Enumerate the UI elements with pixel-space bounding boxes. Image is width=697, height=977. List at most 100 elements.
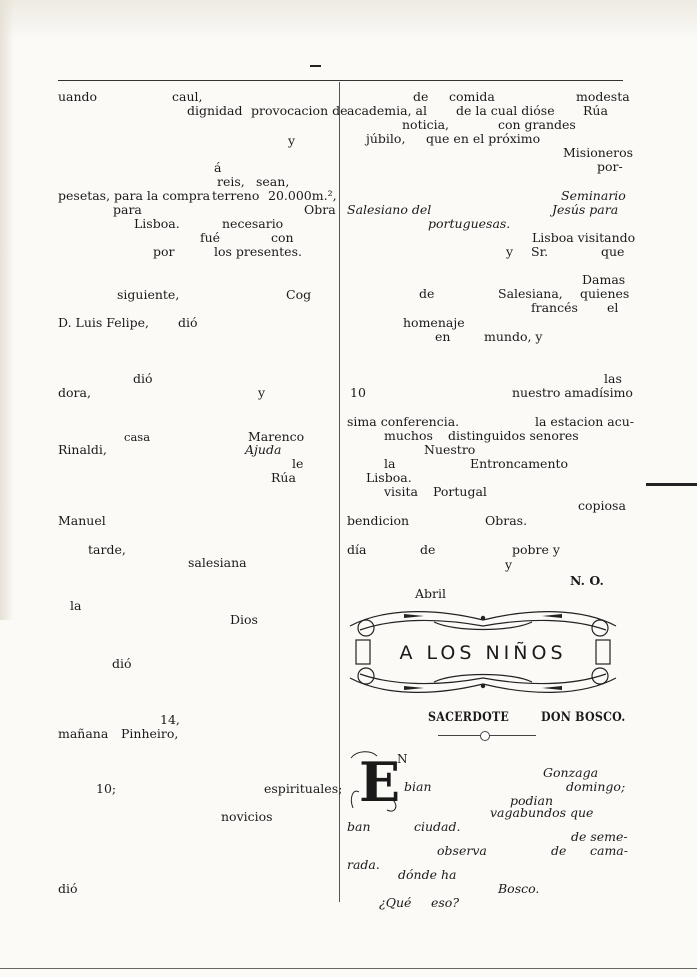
text-line: salesiana <box>188 555 247 570</box>
drop-cap-suffix: N <box>397 752 408 766</box>
text-line: Seminario <box>561 188 626 203</box>
text-line: eso? <box>431 895 460 910</box>
text-line: D. Luis Felipe, <box>58 315 150 330</box>
text-line: Portugal <box>433 484 487 499</box>
text-line: novicios <box>221 809 273 824</box>
text-line: 10 <box>350 385 366 400</box>
text-line: Jesús para <box>552 202 619 217</box>
column-divider <box>339 82 340 902</box>
text-line: Pinheiro, <box>121 726 179 741</box>
text-line: Lisboa. <box>134 216 180 231</box>
text-line: dió <box>133 371 153 386</box>
text-line: Lisboa visitando <box>532 230 636 245</box>
text-line: quienes <box>580 286 630 301</box>
text-line: Obras. <box>485 513 528 528</box>
text-line: distinguidos senores <box>448 428 579 443</box>
section-heading-left: SACERDOTE <box>428 710 510 725</box>
text-line: casa <box>124 430 151 444</box>
text-line: que en el próximo <box>426 131 541 146</box>
text-line: la <box>384 456 396 471</box>
text-line: Bosco. <box>498 881 540 896</box>
text-line: á <box>214 160 222 175</box>
text-line: las <box>604 371 622 386</box>
text-line: le <box>292 456 304 471</box>
text-line: con grandes <box>498 117 576 132</box>
text-line: caul, <box>172 89 203 104</box>
text-line: dónde ha <box>398 867 457 882</box>
text-line: Nuestro <box>424 442 476 457</box>
text-line: modesta <box>576 89 630 104</box>
text-line: dignidad <box>187 103 243 118</box>
text-line: la estacion acu- <box>535 414 634 429</box>
text-line: domingo; <box>566 779 626 794</box>
text-line: Dios <box>230 612 258 627</box>
text-line: y <box>258 385 266 400</box>
text-line: cama- <box>590 843 628 858</box>
text-line: Misioneros <box>563 145 634 160</box>
text-line: pesetas, para la compra <box>58 188 211 203</box>
text-line: academia, al <box>347 103 428 118</box>
text-line: Entroncamento <box>470 456 569 471</box>
text-line: reis, <box>217 174 245 189</box>
text-line: dió <box>112 656 132 671</box>
text-line: uando <box>58 89 98 104</box>
text-line: nuestro amadísimo <box>512 385 633 400</box>
text-line: por <box>153 244 175 259</box>
text-line: muchos <box>384 428 433 443</box>
text-line: terreno <box>212 188 260 203</box>
text-line: noticia, <box>402 117 450 132</box>
drop-cap-frame <box>350 751 397 812</box>
text-line: de <box>413 89 429 104</box>
text-line: Abril <box>415 586 446 601</box>
text-line: y <box>505 557 513 572</box>
text-line: de la cual dióse <box>456 103 555 118</box>
text-line: Salesiano del <box>347 202 432 217</box>
text-line: Manuel <box>58 513 106 528</box>
drop-cap-letter: E <box>359 750 401 814</box>
text-line: pobre y <box>512 542 560 557</box>
text-line: por- <box>597 159 623 174</box>
margin-mark <box>646 483 697 486</box>
banner-title: A LOS NIÑOS <box>399 642 567 664</box>
text-line: Sr. <box>531 244 549 259</box>
text-line: la <box>70 598 82 613</box>
text-line: el <box>607 300 619 315</box>
bottom-rule <box>0 968 697 969</box>
text-line: con <box>271 230 294 245</box>
text-line: fué <box>200 230 221 245</box>
text-line: para <box>113 202 142 217</box>
text-line: Lisboa. <box>366 470 412 485</box>
text-line: podian <box>510 793 554 808</box>
text-line: de seme- <box>571 829 628 844</box>
section-heading-right: DON BOSCO. <box>541 710 626 725</box>
text-line: tarde, <box>88 542 126 557</box>
text-line: copiosa <box>578 498 626 513</box>
text-line: bendicion <box>347 513 410 528</box>
text-line: los presentes. <box>214 244 302 259</box>
text-line: mañana <box>58 726 109 741</box>
text-line: provocacion de <box>251 103 348 118</box>
text-line: y <box>288 133 296 148</box>
text-line: dió <box>58 881 78 896</box>
text-line: siguiente, <box>117 287 180 302</box>
text-line: ciudad. <box>414 819 461 834</box>
text-line: 20.000m.², <box>268 188 337 203</box>
text-line: Gonzaga <box>543 765 599 780</box>
text-line: dió <box>178 315 198 330</box>
text-line: de <box>419 286 435 301</box>
text-line: Obra <box>304 202 336 217</box>
text-line: Cog <box>286 287 312 302</box>
text-line: ¿Qué <box>379 895 412 910</box>
text-line: sean, <box>256 174 290 189</box>
ornamental-banner: A LOS NIÑOS <box>344 604 622 700</box>
banner-ornament-svg <box>349 611 617 693</box>
text-line: necesario <box>222 216 284 231</box>
text-line: Ajuda <box>245 442 282 457</box>
signature-initials: N. O. <box>570 573 604 588</box>
text-line: júbilo, <box>366 131 406 146</box>
text-line: francés <box>531 300 578 315</box>
text-line: visita <box>384 484 418 499</box>
text-line: de <box>551 843 567 858</box>
header-dash <box>310 65 321 67</box>
top-rule <box>58 80 623 81</box>
